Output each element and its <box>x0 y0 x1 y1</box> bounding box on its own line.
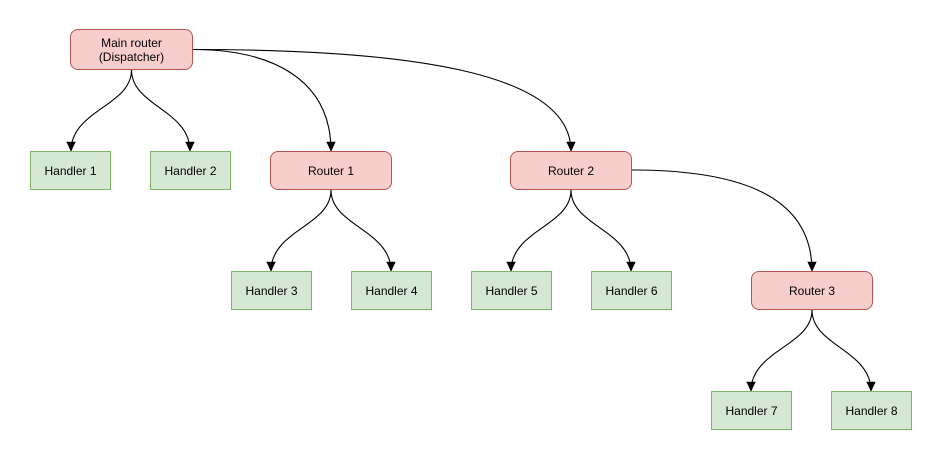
node-label: Handler 4 <box>365 283 418 298</box>
arrowhead-icon <box>386 261 396 272</box>
node-label: Handler 6 <box>605 283 658 298</box>
arrowhead-icon <box>326 141 336 152</box>
edge-line <box>631 169 813 272</box>
node-label: Handler 2 <box>164 163 217 178</box>
edge-line <box>192 48 572 152</box>
node-label: Router 1 <box>307 163 355 178</box>
edge-line <box>570 189 632 272</box>
node-h4[interactable]: Handler 4 <box>351 271 432 310</box>
node-h1[interactable]: Handler 1 <box>30 151 111 190</box>
edge-main-to-router2 <box>192 48 576 152</box>
arrowhead-icon <box>566 141 576 152</box>
arrowhead-icon <box>506 261 516 272</box>
edge-main-to-router1 <box>192 48 336 152</box>
node-main[interactable]: Main router (Dispatcher) <box>70 29 193 70</box>
edge-line <box>811 309 872 392</box>
edge-line <box>330 189 392 272</box>
node-label: Handler 3 <box>245 283 298 298</box>
arrowhead-icon <box>66 141 76 152</box>
node-h2[interactable]: Handler 2 <box>150 151 231 190</box>
edge-line <box>270 189 332 272</box>
edge-router3-to-h8 <box>811 309 876 392</box>
edge-line <box>70 69 133 152</box>
node-router3[interactable]: Router 3 <box>751 271 873 310</box>
node-label: Main router (Dispatcher) <box>98 35 165 64</box>
node-router2[interactable]: Router 2 <box>510 151 632 190</box>
node-label: Router 3 <box>788 283 836 298</box>
node-h5[interactable]: Handler 5 <box>471 271 552 310</box>
edge-router2-to-h5 <box>506 189 572 272</box>
edge-line <box>510 189 572 272</box>
node-label: Handler 5 <box>485 283 538 298</box>
edge-router3-to-h7 <box>746 309 813 392</box>
edge-router2-to-router3 <box>631 169 817 272</box>
node-h3[interactable]: Handler 3 <box>231 271 312 310</box>
node-h8[interactable]: Handler 8 <box>831 391 912 430</box>
edge-main-to-h2 <box>130 69 195 152</box>
node-router1[interactable]: Router 1 <box>270 151 392 190</box>
edge-router2-to-h6 <box>570 189 636 272</box>
edge-router1-to-h4 <box>330 189 396 272</box>
node-label: Handler 8 <box>845 403 898 418</box>
node-h6[interactable]: Handler 6 <box>591 271 672 310</box>
arrowhead-icon <box>266 261 276 272</box>
arrowhead-icon <box>866 381 876 392</box>
edge-line <box>130 69 191 152</box>
arrowhead-icon <box>746 381 756 392</box>
arrowhead-icon <box>185 141 195 152</box>
edge-line <box>192 48 332 152</box>
arrowhead-icon <box>626 261 636 272</box>
arrowhead-icon <box>807 261 817 272</box>
node-label: Handler 1 <box>44 163 97 178</box>
node-label: Router 2 <box>547 163 595 178</box>
edge-main-to-h1 <box>66 69 133 152</box>
edge-line <box>750 309 813 392</box>
node-label: Handler 7 <box>725 403 778 418</box>
edge-router1-to-h3 <box>266 189 332 272</box>
node-h7[interactable]: Handler 7 <box>711 391 792 430</box>
